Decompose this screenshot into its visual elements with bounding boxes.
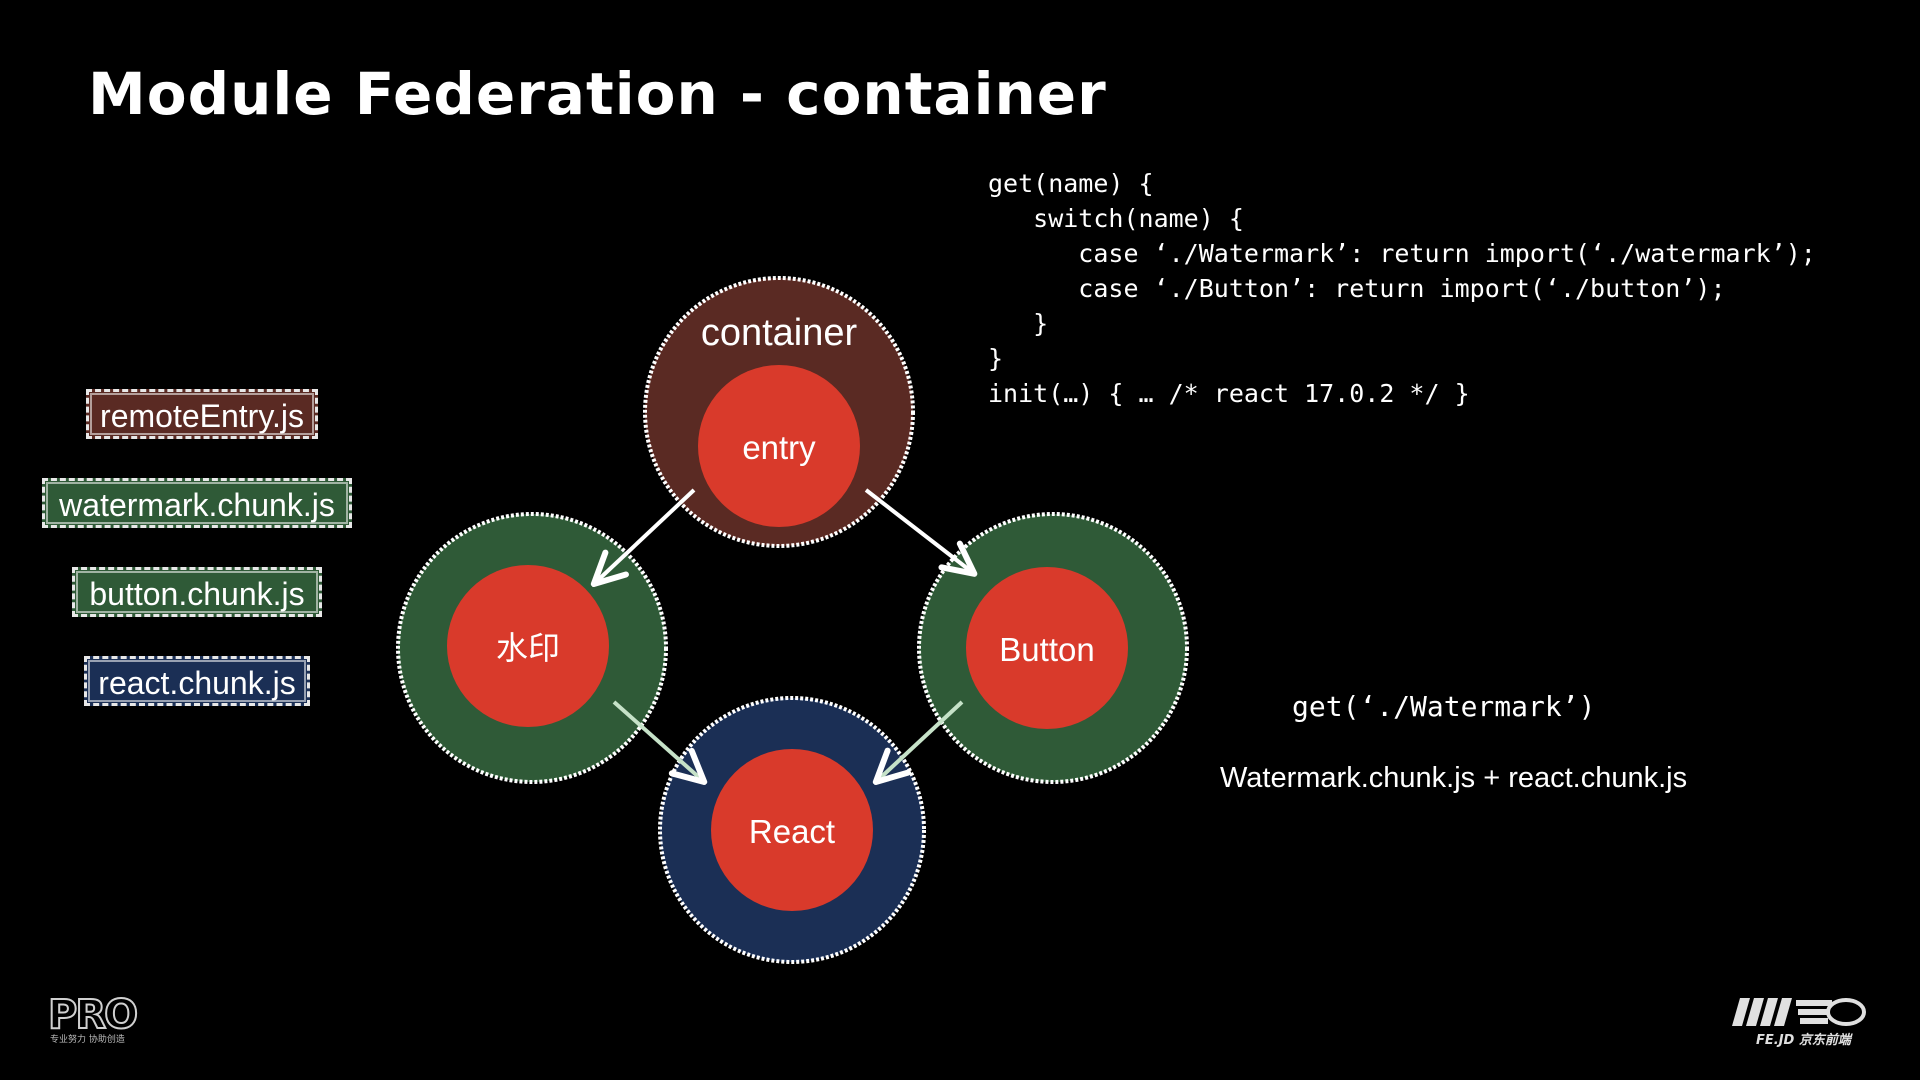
example-call: get(‘./Watermark’): [1292, 690, 1596, 723]
react-label: React: [749, 813, 835, 850]
code-line: case ‘./Watermark’: return import(‘./wat…: [988, 239, 1816, 268]
watermark-label: 水印: [496, 629, 560, 667]
example-result: Watermark.chunk.js + react.chunk.js: [1220, 762, 1688, 794]
button-label: Button: [999, 631, 1094, 668]
edge-container-to-button: [864, 488, 978, 577]
fe-jd-logo: FE.JD 京东前端: [1732, 998, 1866, 1048]
react-inner-circle: [711, 749, 873, 911]
edge-container-to-watermark: [590, 488, 696, 588]
legend-remote-entry: remoteEntry.js: [86, 389, 318, 439]
edge-button-to-react: [872, 700, 964, 786]
pro-logo: PRO 专业努力 协助创造: [47, 991, 139, 1045]
react-node: React: [658, 696, 926, 964]
code-line: get(name) {: [988, 169, 1154, 198]
watermark-inner-circle: [447, 565, 609, 727]
entry-label: entry: [742, 429, 816, 466]
code-line: init(…) { … /* react 17.0.2 */ }: [988, 379, 1470, 408]
code-line: switch(name) {: [988, 204, 1244, 233]
pro-logo-subtext: 专业努力 协助创造: [50, 1033, 125, 1045]
legend-watermark-chunk: watermark.chunk.js: [42, 478, 352, 528]
edge-watermark-to-react: [612, 700, 708, 785]
container-code-block: get(name) { switch(name) { case ‘./Water…: [988, 166, 1816, 411]
code-line: }: [988, 344, 1004, 373]
button-inner-circle: [966, 567, 1128, 729]
legend-react-chunk: react.chunk.js: [84, 656, 310, 706]
container-node: container entry: [643, 276, 915, 548]
pro-logo-text: PRO: [48, 992, 136, 1038]
button-node: Button: [917, 512, 1189, 784]
fe-jd-logo-text: FE.JD 京东前端: [1756, 1032, 1853, 1048]
container-label: container: [701, 312, 858, 354]
code-line: }: [988, 309, 1049, 338]
code-line: case ‘./Button’: return import(‘./button…: [988, 274, 1726, 303]
slide-title: Module Federation - container: [88, 60, 1107, 128]
legend-button-chunk: button.chunk.js: [72, 567, 322, 617]
entry-inner-circle: [698, 365, 860, 527]
